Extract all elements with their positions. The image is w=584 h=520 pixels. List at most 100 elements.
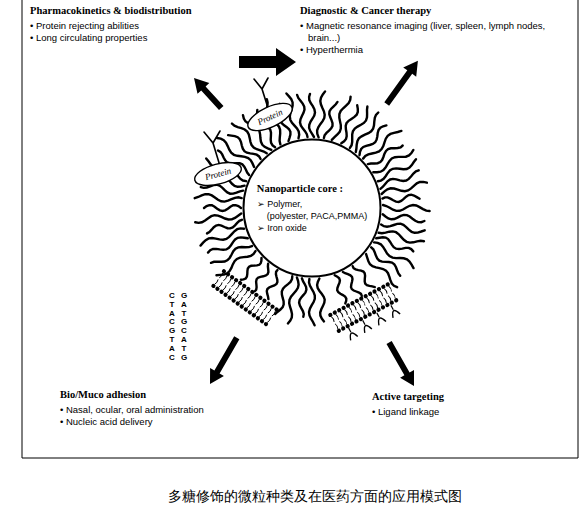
- lipid-head: [241, 283, 247, 289]
- text-group: Diagnostic & Cancer therapy• Magnetic re…: [300, 4, 562, 57]
- nanoparticle-core: Nanoparticle core : ➢ Polymer,(polyester,…: [242, 138, 382, 278]
- dna-sequence: CTACGTAC: [168, 292, 176, 362]
- group-heading: Pharmacokinetics & biodistribution: [30, 4, 235, 18]
- lipid-tail: [384, 288, 391, 301]
- core-circle: [244, 140, 381, 277]
- lipid-head: [349, 321, 355, 327]
- lipid-head: [257, 295, 263, 301]
- lipid-tail: [349, 307, 356, 320]
- lipid-head: [376, 307, 382, 313]
- polysaccharide-chain: [324, 102, 338, 138]
- lipid-bilayer: [328, 282, 405, 345]
- lipid-tail: [336, 314, 343, 327]
- lipid-head: [380, 304, 386, 310]
- polysaccharide-chain: [228, 135, 261, 159]
- polysaccharide-chain: [350, 107, 368, 148]
- text-group: Pharmacokinetics & biodistribution • Prot…: [30, 4, 235, 74]
- lipid-head: [262, 298, 268, 304]
- polysaccharide-chain: [343, 272, 362, 296]
- lipid-head: [389, 300, 395, 306]
- lipid-head: [371, 309, 377, 315]
- core-item: ➢ Polymer,: [257, 198, 367, 210]
- protein-ellipse: Protein: [191, 157, 245, 191]
- polysaccharide-chain: [195, 194, 242, 202]
- polysaccharide-corona: [195, 91, 430, 325]
- lipid-head: [237, 280, 243, 286]
- ligand: [390, 309, 400, 318]
- lipid-head: [245, 286, 251, 292]
- lipid-head: [362, 314, 368, 320]
- lipid-tail: [345, 309, 352, 322]
- polysaccharide-chain: [363, 131, 401, 159]
- arrow: [387, 341, 415, 386]
- lipid-tail: [389, 286, 396, 299]
- core-heading: Nanoparticle core :: [257, 182, 367, 196]
- lipid-head: [341, 305, 347, 311]
- bullet-item: • Nasal, ocular, oral administration: [60, 404, 260, 416]
- text-group: Bio/Muco adhesion• Nasal, ocular, oral a…: [60, 388, 260, 428]
- lipid-tail: [380, 291, 387, 304]
- text-group: Active targeting• Ligand linkage: [372, 390, 512, 418]
- polysaccharide-chain: [297, 95, 307, 137]
- bullet-item: • Ligand linkage: [372, 406, 512, 418]
- lipid-head: [372, 289, 378, 295]
- protein-shape: [192, 158, 244, 190]
- arrow: [194, 78, 224, 110]
- lipid-tail: [340, 312, 347, 325]
- polysaccharide-chain: [317, 91, 325, 137]
- core-item: ➢ Iron oxide: [257, 222, 367, 234]
- lipid-head: [376, 286, 382, 292]
- polysaccharide-chain: [241, 258, 262, 280]
- core-text: Nanoparticle core : ➢ Polymer,(polyester,…: [257, 182, 367, 235]
- lipid-head: [385, 282, 391, 288]
- lipid-head: [229, 274, 235, 280]
- block-arrow: [239, 48, 296, 76]
- lipid-tail: [331, 316, 338, 329]
- lipid-head: [367, 312, 373, 318]
- polysaccharide-chain: [255, 264, 269, 292]
- frame-line: [578, 0, 579, 458]
- lipid-head: [249, 289, 255, 295]
- figure-caption: 多糖修饰的微粒种类及在医药方面的应用模式图: [90, 487, 540, 505]
- bullet-item: • Magnetic resonance imaging (liver, spl…: [300, 20, 562, 45]
- arrow: [384, 61, 418, 106]
- antibody-symbol: [204, 131, 220, 166]
- polysaccharide-chain: [195, 214, 241, 223]
- polysaccharide-chain: [353, 266, 375, 287]
- bullet-item: • Protein rejecting abilities: [30, 20, 235, 32]
- lipid-head: [354, 298, 360, 304]
- arrow: [210, 336, 239, 384]
- polysaccharide-chain: [201, 228, 245, 245]
- lipid-head: [253, 292, 259, 298]
- ligand: [376, 316, 386, 325]
- lipid-head: [233, 277, 239, 283]
- frame-line: [22, 458, 578, 459]
- polysaccharide-chain: [309, 94, 315, 137]
- lipid-bilayer: [210, 268, 279, 327]
- polysaccharide-chain: [360, 125, 387, 155]
- lipid-head: [332, 310, 338, 316]
- polysaccharide-chain: [383, 205, 430, 211]
- lipid-head: [340, 326, 346, 332]
- core-item: (polyester, PACA,PMMA): [257, 210, 367, 222]
- lipid-tail: [371, 295, 378, 308]
- lipid-head: [266, 301, 272, 307]
- lipid-head: [336, 307, 342, 313]
- polysaccharide-chain: [207, 220, 242, 234]
- dna-sequence: GATGCATG: [180, 292, 188, 362]
- lipid-head: [393, 297, 399, 303]
- antibody-symbol: [254, 78, 268, 108]
- polysaccharide-chain: [366, 254, 397, 287]
- lipid-tail: [375, 293, 382, 306]
- lipid-tail: [267, 311, 276, 323]
- polysaccharide-chain: [382, 195, 419, 202]
- lipid-head: [221, 268, 227, 274]
- polysaccharide-chain: [204, 205, 241, 211]
- ligand-stem: [363, 320, 365, 324]
- polysaccharide-chain: [217, 251, 256, 275]
- lipid-head: [328, 312, 334, 318]
- polysaccharide-chain: [382, 182, 427, 194]
- bullet-item: • Long circulating properties: [30, 32, 235, 44]
- polysaccharide-chain: [208, 237, 248, 252]
